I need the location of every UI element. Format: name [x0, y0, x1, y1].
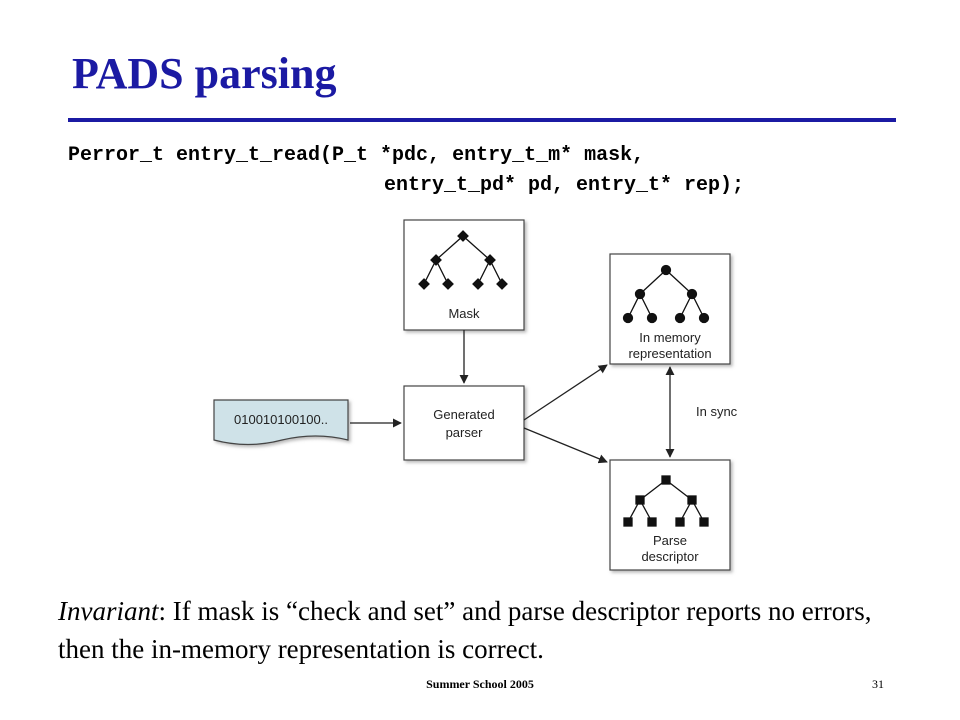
invariant-text: : If mask is “check and set” and parse d…: [58, 596, 872, 664]
parse-descriptor-box: Parse descriptor: [609, 459, 731, 571]
invariant-statement: Invariant: If mask is “check and set” an…: [58, 592, 918, 668]
mask-tree-icon: [418, 230, 508, 290]
mask-box: Mask: [403, 219, 525, 331]
footer-text: Summer School 2005: [426, 677, 534, 691]
in-sync-label: In sync: [696, 404, 738, 419]
representation-label-line-2: representation: [628, 346, 711, 361]
code-signature-line-1: Perror_t entry_t_read(P_t *pdc, entry_t_…: [68, 144, 645, 167]
descriptor-label-line-2: descriptor: [641, 549, 699, 564]
generated-parser-box: Generated parser: [403, 385, 525, 461]
invariant-term: Invariant: [58, 596, 159, 626]
in-memory-representation-box: In memory representation: [609, 253, 731, 365]
slide-title: PADS parsing: [72, 49, 337, 98]
representation-tree-icon: [622, 264, 710, 324]
parser-label-line-2: parser: [446, 425, 484, 440]
parser-label-line-1: Generated: [433, 407, 494, 422]
input-bits-label: 010010100100..: [234, 412, 328, 427]
title-underline: [68, 118, 896, 122]
descriptor-tree-icon: [623, 475, 709, 527]
arrow-parser-to-representation: [523, 364, 608, 421]
page-number: 31: [872, 677, 884, 691]
code-signature-line-2: entry_t_pd* pd, entry_t* rep);: [384, 174, 745, 197]
input-stream-document: 010010100100..: [213, 399, 349, 446]
representation-label-line-1: In memory: [639, 330, 701, 345]
descriptor-label-line-1: Parse: [653, 533, 687, 548]
mask-label: Mask: [448, 306, 480, 321]
arrow-parser-to-descriptor: [523, 427, 608, 464]
